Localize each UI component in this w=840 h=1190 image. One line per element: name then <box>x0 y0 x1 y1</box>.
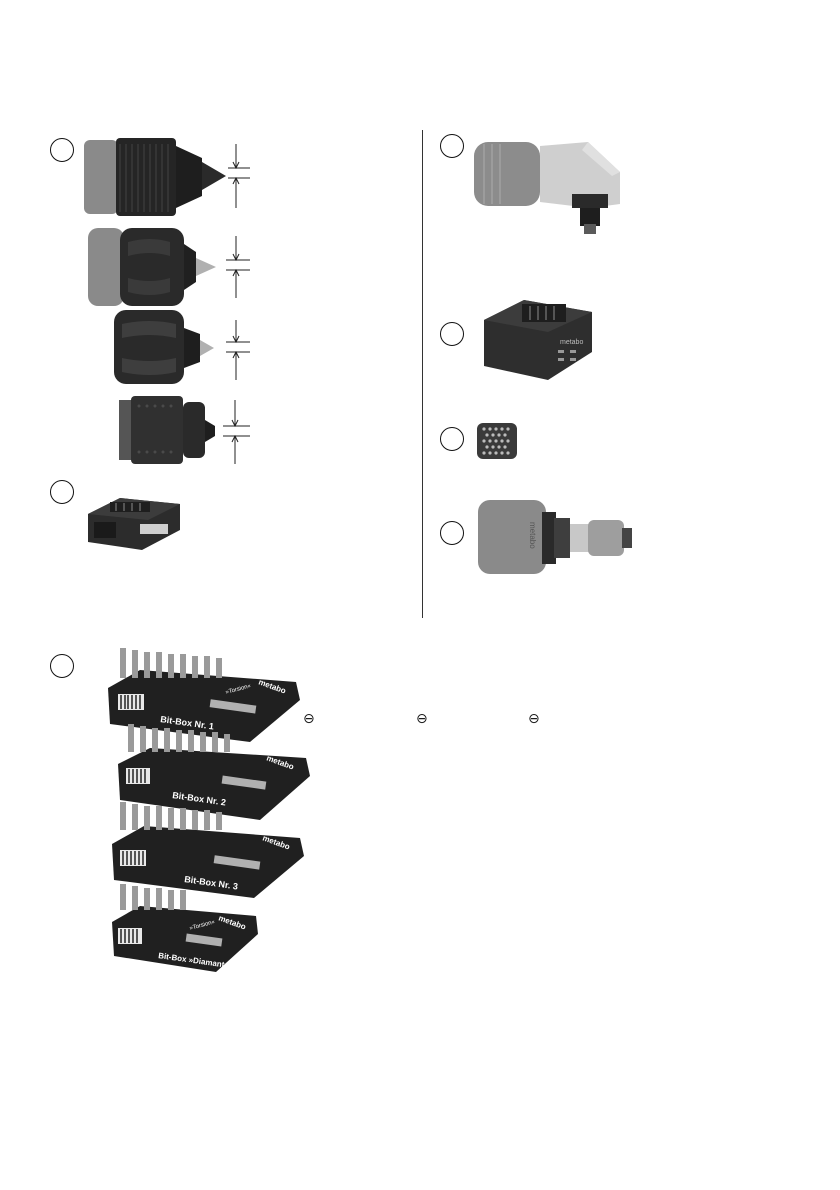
symbol-marker-3: ⊖ <box>528 711 540 727</box>
bit-box-1-image: Bit-Box Nr. 1 metabo »Torsion« <box>108 648 300 742</box>
symbol-marker-2: ⊖ <box>416 711 428 727</box>
bit-box-2-image: Bit-Box Nr. 2 metabo <box>118 724 310 820</box>
section-marker-angle-attachment <box>440 134 464 158</box>
geared-chuck-image <box>119 396 250 464</box>
angle-attachment-image <box>474 142 620 234</box>
section-marker-quick-adapter <box>440 521 464 545</box>
section-marker-charger <box>440 322 464 346</box>
bit-box-4-image: Bit-Box »Diamant« metabo »Torsion« <box>112 884 258 972</box>
section-marker-chucks <box>50 138 74 162</box>
keyless-chuck-1-image <box>84 138 250 216</box>
bit-box-3-image: Bit-Box Nr. 3 metabo <box>112 802 304 898</box>
symbol-marker-1: ⊖ <box>303 711 315 727</box>
keyless-chuck-3-image <box>114 310 250 384</box>
column-divider <box>422 130 423 618</box>
adapter-brand-text: metabo <box>528 522 537 549</box>
section-marker-bit-holder <box>440 427 464 451</box>
charger-image: metabo <box>484 300 592 380</box>
section-marker-bit-boxes <box>50 654 74 678</box>
section-marker-battery <box>50 480 74 504</box>
charger-brand-text: metabo <box>560 339 583 346</box>
quick-change-adapter-image: metabo <box>478 500 632 574</box>
bit-holder-image <box>477 423 517 459</box>
keyless-chuck-2-image <box>88 228 250 306</box>
battery-pack-image <box>88 498 180 550</box>
